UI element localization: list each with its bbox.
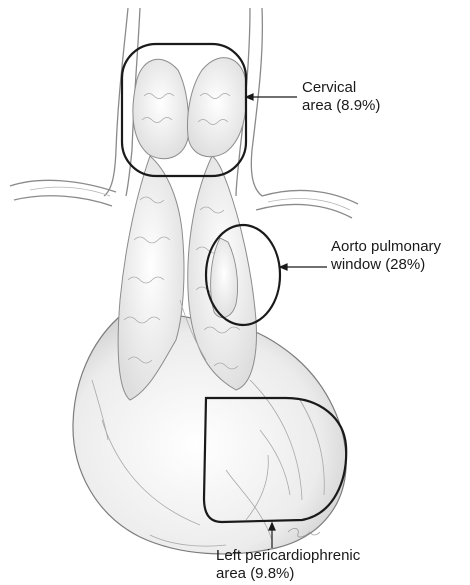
left-pericardiophrenic-area-label-line1: Left pericardiophrenic — [216, 547, 360, 565]
left-pericardiophrenic-area-label: Left pericardiophrenic area (9.8%) — [216, 547, 360, 583]
aorto-pulmonary-window-label-line2: window (28%) — [331, 256, 441, 274]
cervical-area-label-line1: Cervical — [302, 79, 380, 97]
thyroid — [133, 58, 246, 159]
cervical-area-label: Cervical area (8.9%) — [302, 79, 380, 115]
cervical-area-label-line2: area (8.9%) — [302, 97, 380, 115]
aorto-pulmonary-window-label: Aorto pulmonary window (28%) — [331, 238, 441, 274]
aorto-pulmonary-window-label-line1: Aorto pulmonary — [331, 238, 441, 256]
left-pericardiophrenic-area-label-line2: area (9.8%) — [216, 565, 360, 583]
